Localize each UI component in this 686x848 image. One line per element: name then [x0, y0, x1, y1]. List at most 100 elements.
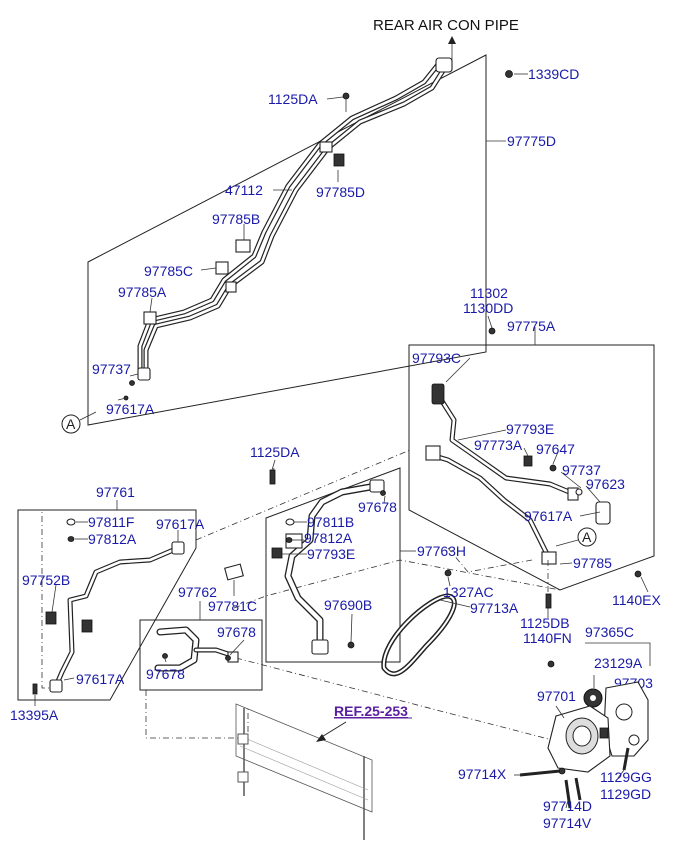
bolt-97714x[interactable] — [519, 767, 566, 777]
bolt-1125da-top[interactable] — [342, 92, 350, 112]
cap-97678-mid[interactable] — [225, 655, 231, 661]
label-1129gg: 1129GG — [600, 769, 652, 785]
clamp-97785c[interactable] — [215, 261, 229, 275]
liquid-pipe-assembly-box — [17, 509, 197, 701]
label-1125da-mid: 1125DA — [250, 444, 300, 460]
label-97775a: 97775A — [507, 318, 556, 334]
drive-belt-97713a[interactable] — [381, 593, 457, 677]
label-1125da-top: 1125DA — [268, 91, 318, 107]
suction-hose-assembly-box — [139, 619, 263, 691]
oring-97812a-mid[interactable] — [285, 537, 293, 543]
compressor-97701[interactable] — [547, 705, 611, 773]
cap-97678-bottom[interactable] — [162, 653, 168, 659]
bolt-97690b[interactable] — [347, 641, 355, 649]
nut-1339cd[interactable] — [505, 70, 513, 78]
valve-97793c[interactable] — [431, 383, 445, 405]
label-13395a: 13395A — [10, 707, 59, 723]
bolt-13395a[interactable] — [32, 683, 38, 695]
label-47112: 47112 — [225, 182, 263, 198]
label-97785: 97785 — [573, 555, 612, 571]
label-97701: 97701 — [537, 688, 576, 704]
compressor-bracket-97703[interactable] — [603, 681, 649, 757]
label-97678-top: 97678 — [358, 499, 397, 515]
label-97617a-left-1: 97617A — [156, 516, 205, 532]
cap-97678-top[interactable] — [380, 490, 386, 496]
front-pipe-assembly-box — [408, 344, 655, 591]
label-97737-right: 97737 — [562, 462, 601, 478]
label-97617a-right: 97617A — [524, 508, 573, 524]
ring-97737-right[interactable] — [575, 488, 583, 496]
routing-line-compressor — [235, 657, 561, 743]
label-1130dd: 1130DD — [463, 300, 513, 316]
oring-97811f[interactable] — [66, 518, 76, 526]
bolt-97617a-top[interactable] — [129, 380, 135, 386]
bracket-group-line — [585, 642, 651, 666]
reference-link[interactable]: REF.25-253 — [334, 703, 412, 719]
label-97762: 97762 — [178, 584, 217, 600]
label-97785b: 97785B — [212, 211, 260, 227]
liquid-pipe[interactable] — [49, 541, 185, 693]
bolt-1327ac[interactable] — [444, 569, 452, 577]
label-97793e-mid: 97793E — [307, 546, 355, 562]
label-97714v: 97714V — [543, 815, 592, 831]
bolt-1140ex[interactable] — [634, 570, 642, 578]
discharge-hose[interactable] — [284, 479, 385, 655]
oring-97812a-left[interactable] — [67, 536, 75, 542]
clamp-97785d[interactable] — [333, 153, 345, 167]
label-97812a-left: 97812A — [88, 531, 137, 547]
clamp-97785a[interactable] — [143, 311, 157, 325]
svg-text:A: A — [66, 416, 76, 432]
label-97690b: 97690B — [324, 597, 372, 613]
suction-hose[interactable] — [154, 626, 239, 672]
label-1339cd: 1339CD — [528, 66, 579, 82]
bolt-1125db[interactable] — [545, 593, 552, 609]
label-97761: 97761 — [96, 484, 135, 500]
label-23129a: 23129A — [594, 655, 643, 671]
label-97647: 97647 — [536, 441, 575, 457]
routing-line-bottom — [145, 690, 249, 739]
pulley-23129a[interactable] — [583, 688, 603, 708]
label-97785d: 97785D — [316, 184, 365, 200]
routing-line-cross — [233, 559, 561, 609]
valve-97793e-mid[interactable] — [271, 547, 283, 559]
clamp-97752b[interactable] — [45, 611, 93, 633]
label-11302: 11302 — [470, 285, 508, 301]
label-97775d: 97775D — [507, 133, 556, 149]
bolt-11302[interactable] — [488, 327, 496, 335]
label-1327ac: 1327AC — [443, 584, 494, 600]
bolt-1140fn[interactable] — [547, 660, 555, 668]
bolt-1125da-mid[interactable] — [269, 469, 276, 485]
condenser-reference — [235, 703, 373, 840]
label-97714x: 97714X — [458, 766, 507, 782]
svg-text:REF.25-253: REF.25-253 — [334, 703, 408, 719]
bolt-97714d[interactable] — [564, 777, 582, 809]
rear-air-con-pipe[interactable] — [137, 57, 453, 381]
label-97773a: 97773A — [474, 437, 523, 453]
clamp-97773a[interactable] — [523, 455, 533, 467]
routing-line-belt — [447, 547, 533, 573]
label-97678-mid: 97678 — [217, 624, 256, 640]
label-97785c: 97785C — [144, 263, 193, 279]
discharge-hose-assembly-box — [265, 467, 401, 663]
svg-text:A: A — [582, 529, 592, 545]
label-97763h: 97763H — [417, 543, 466, 559]
label-1129gd: 1129GD — [600, 786, 651, 802]
routing-line-mid — [195, 449, 411, 541]
label-97617a-top: 97617A — [106, 401, 155, 417]
routing-line-left — [41, 512, 58, 689]
label-97714d: 97714D — [543, 798, 592, 814]
clamp-97785b[interactable] — [235, 239, 251, 253]
front-suction-pipe[interactable] — [425, 395, 579, 565]
rear-pipe-assembly-box — [87, 54, 487, 426]
bracket-97781c[interactable] — [224, 563, 244, 581]
cap-97647[interactable] — [549, 464, 557, 472]
arrow-ref-icon — [316, 721, 347, 742]
callout-a-top: A — [61, 411, 97, 434]
bolt-1129gg[interactable] — [622, 747, 630, 771]
oring-97811b[interactable] — [285, 518, 295, 526]
label-97713a: 97713A — [470, 600, 519, 616]
valve-97623[interactable] — [595, 501, 611, 525]
label-1140fn: 1140FN — [523, 630, 572, 646]
